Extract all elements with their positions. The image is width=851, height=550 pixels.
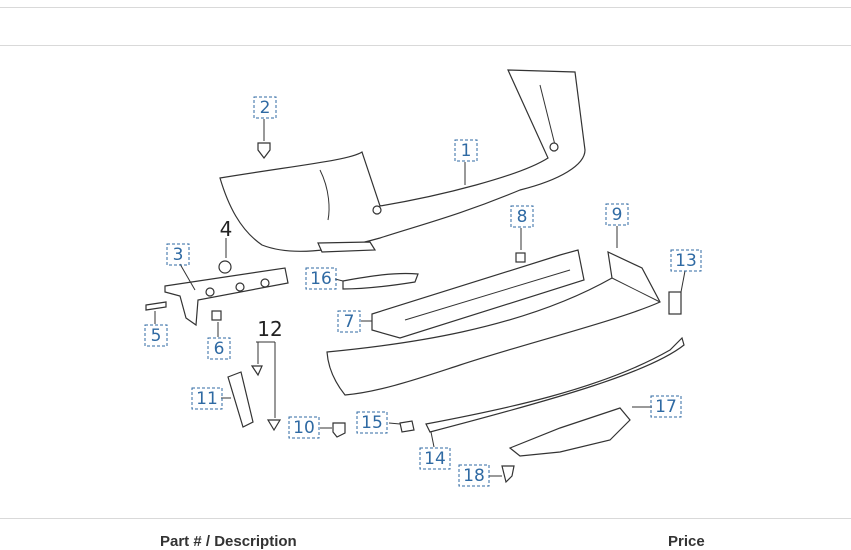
column-header-part: Part # / Description [160,533,297,550]
parts-diagram [145,69,686,484]
part-diffuser [508,407,631,457]
top-rule-1 [0,7,851,8]
top-rule-2 [0,45,851,46]
part-lower-bumper [326,250,661,396]
part-bumper-cover [219,69,586,252]
column-header-price: Price [668,533,705,550]
part-bracket [164,267,289,327]
part-energy-absorber [371,249,585,339]
table-top-rule [0,518,851,519]
